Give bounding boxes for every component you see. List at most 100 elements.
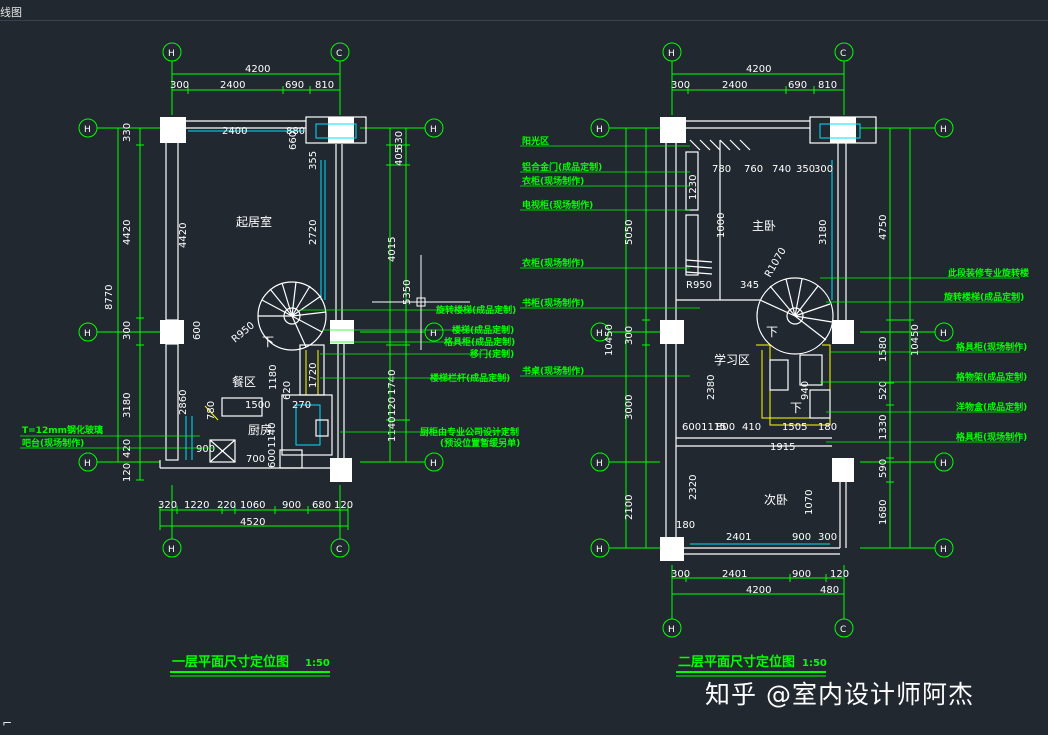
dim-text: 800 (716, 422, 735, 433)
plan2-right-dimensions: 4750 10450 1580 520 1330 590 1680 (878, 127, 921, 549)
callout-label: 衣柜(现场制作) (522, 175, 584, 187)
plan2: H C H H H H H H H H H C (520, 42, 1029, 677)
plan2-spiral-stair (756, 277, 834, 426)
axis-label: H (940, 125, 947, 135)
dim-text: 700 (246, 454, 265, 465)
callout-label: 旋转楼梯(成品定制) (943, 291, 1024, 303)
axis-label: C (840, 625, 846, 635)
dim-text: 10450 (910, 324, 921, 356)
dim-text: 300 (122, 321, 133, 340)
dim-text: 4520 (240, 517, 265, 528)
axis-label: H (596, 459, 603, 469)
dim-text: 1140 (267, 423, 278, 448)
axis-label: H (84, 125, 91, 135)
dim-text: 1330 (878, 415, 889, 440)
cad-drawing-canvas[interactable]: .dim{stroke:#00ff00;stroke-width:1;fill:… (0, 21, 1048, 735)
dim-text: 1680 (878, 500, 889, 525)
dim-text: 630 (394, 131, 405, 150)
plan1-inner-dimensions: 2400 880 660 355 2720 4420 600 R950 1720… (178, 126, 319, 468)
axis-label: C (336, 49, 342, 59)
dim-text: 900 (196, 444, 215, 455)
axis-label: C (336, 545, 342, 555)
dim-text: 1180 (268, 365, 279, 390)
dim-text: 180 (818, 422, 837, 433)
dim-text: 1505 (782, 422, 807, 433)
cad-crosshair (372, 255, 470, 350)
plan2-title: 二层平面尺寸定位图 1:50 (676, 654, 827, 677)
callout-label: 书柜(现场制作) (522, 297, 584, 309)
dim-text: 2100 (624, 495, 635, 520)
plan2-left-callouts: 阳光区 铝合金门(成品定制) 衣柜(现场制作) 电视柜(现场制作) 衣柜(现场制… (520, 135, 700, 377)
dim-text: 2400 (222, 126, 247, 137)
dim-text: 760 (744, 164, 763, 175)
callout-label: (预设位置暂缓另单) (440, 437, 520, 449)
dim-text: 300 (624, 326, 635, 345)
dim-text: 660 (288, 131, 299, 150)
dim-text: 1740 (387, 370, 398, 395)
dim-text: 590 (878, 459, 889, 478)
dim-text: 690 (788, 80, 807, 91)
plan1-right-dimensions: 630 405 4015 5350 1740 1140 120 (386, 128, 413, 462)
room-kitchen: 厨房 (248, 422, 272, 437)
dim-text: 3180 (122, 393, 133, 418)
dim-text: 6001115 (682, 422, 727, 433)
dim-text: 3000 (624, 395, 635, 420)
dim-text: 4200 (746, 64, 771, 75)
dim-text: 4015 (387, 237, 398, 262)
axis-label: H (430, 459, 437, 469)
plan2-scale: 1:50 (802, 658, 827, 669)
dim-text: 690 (285, 80, 304, 91)
plan1-left-dimensions: 330 4420 8770 300 3180 420 120 (104, 123, 144, 482)
callout-label: 阳光区 (522, 135, 549, 147)
callout-label: 格物架(成品定制) (956, 371, 1027, 383)
dim-text: 740 (772, 164, 791, 175)
stair-down-label: 下 (766, 325, 778, 339)
dim-text: 410 (742, 422, 761, 433)
axis-label: H (168, 545, 175, 555)
callout-label: 洋物盒(成品定制) (956, 401, 1027, 413)
dim-text: 2401 (726, 532, 751, 543)
plan2-axis-bubbles: H C H H H H H H H H H C (590, 42, 954, 638)
ucs-corner-icon: ⌐ (2, 716, 13, 730)
dim-text: 1915 (770, 442, 795, 453)
stair-down-label-2: 下 (790, 401, 802, 415)
plan1-walls (159, 116, 367, 482)
dim-text: 2400 (722, 80, 747, 91)
dim-text: 300 (671, 569, 690, 580)
axis-label: H (940, 459, 947, 469)
dim-text: 300 (814, 164, 833, 175)
plan1-title: 一层平面尺寸定位图 1:50 (170, 654, 330, 677)
callout-label: 旋转楼梯(成品定制) (435, 304, 516, 316)
callout-label: 吧台(现场制作) (22, 437, 84, 449)
callout-label: 格具柜(现场制作) (956, 341, 1027, 353)
plan2-inner-dimensions: 780 760 740 350 300 1230 1000 3180 R1070… (676, 164, 837, 543)
window-titlebar: 线图 (0, 0, 1048, 21)
axis-label: H (596, 545, 603, 555)
plan2-wardrobe (685, 139, 751, 275)
dim-text: 355 (308, 151, 319, 170)
room-master-bedroom: 主卧 (752, 219, 776, 233)
dim-text: 900 (282, 500, 301, 511)
dim-text: 900 (792, 569, 811, 580)
dim-text: 180 (676, 520, 695, 531)
dim-text: 1220 (184, 500, 209, 511)
dim-text: 120 (387, 397, 398, 416)
plan1-scale: 1:50 (305, 658, 330, 669)
dim-text: 2401 (722, 569, 747, 580)
dim-text: 2380 (706, 375, 717, 400)
dim-text: 4200 (746, 585, 771, 596)
axis-label: H (168, 49, 175, 59)
room-study: 学习区 (714, 352, 750, 367)
dim-text: 780 (712, 164, 731, 175)
axis-label: H (84, 329, 91, 339)
dim-text: 220 (217, 500, 236, 511)
room-living: 起居室 (236, 214, 272, 229)
dim-text: R950 (230, 320, 257, 345)
dim-text: 270 (292, 400, 311, 411)
dim-text: 1720 (308, 363, 319, 388)
dim-text: 1000 (716, 213, 727, 238)
dim-text: 4420 (178, 223, 189, 248)
plan2-walls (660, 116, 877, 561)
stair-down-label: 下 (262, 335, 274, 349)
callout-label: 格具柜(成品定制) (444, 336, 515, 348)
